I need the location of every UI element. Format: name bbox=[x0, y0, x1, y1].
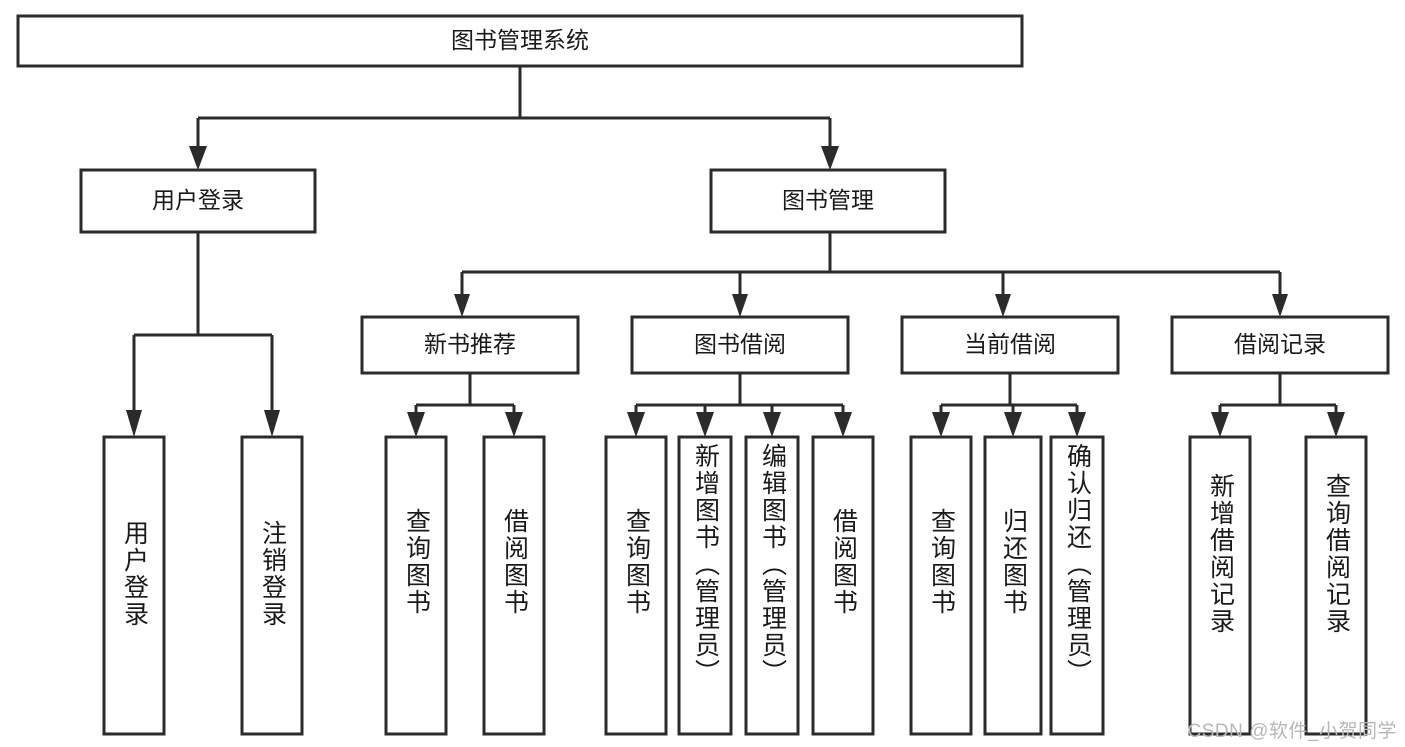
node-book-borrow[interactable]: 图书借阅 bbox=[630, 315, 850, 375]
leaf-boxes bbox=[102, 435, 1368, 736]
node-new-book-recommend[interactable]: 新书推荐 bbox=[360, 315, 580, 375]
edge-group-root-to-level2 bbox=[189, 66, 839, 170]
csdn-watermark: CSDN @软件_小贺同学 bbox=[1187, 721, 1397, 742]
arrow-head-user-login bbox=[189, 146, 207, 170]
node-book-manage-label: 图书管理 bbox=[782, 187, 874, 213]
arrow-head-leaf-query-book-1 bbox=[407, 412, 425, 437]
arrow-head-leaf-query-book-3 bbox=[932, 412, 950, 437]
arrow-head-leaf-confirm-return bbox=[1068, 412, 1086, 437]
arrow-head-new-book-recommend bbox=[454, 294, 470, 317]
arrow-head-book-borrow bbox=[732, 294, 748, 317]
edge-group-borrow-record-to-leaves bbox=[1211, 373, 1345, 437]
node-user-login-box[interactable] bbox=[79, 168, 317, 234]
edge-group-book-manage-to-level3 bbox=[454, 232, 1288, 317]
node-book-manage[interactable]: 图书管理 bbox=[709, 168, 947, 234]
node-current-borrow-label: 当前借阅 bbox=[964, 331, 1056, 357]
node-new-book-recommend-label: 新书推荐 bbox=[424, 331, 516, 357]
node-root-box[interactable] bbox=[16, 14, 1024, 68]
edge-group-new-book-recommend-to-leaves bbox=[407, 373, 523, 437]
node-user-login[interactable]: 用户登录 bbox=[79, 168, 317, 234]
node-borrow-record-box[interactable] bbox=[1170, 315, 1390, 375]
node-user-login-label: 用户登录 bbox=[152, 187, 244, 213]
leaf-borrow-book-2-box[interactable] bbox=[811, 435, 875, 736]
node-root[interactable]: 图书管理系统 bbox=[16, 14, 1024, 68]
arrow-head-leaf-add-record bbox=[1211, 412, 1229, 437]
arrow-head-leaf-add-book bbox=[696, 412, 714, 437]
leaf-query-record-box[interactable] bbox=[1304, 435, 1368, 736]
node-current-borrow[interactable]: 当前借阅 bbox=[900, 315, 1120, 375]
node-borrow-record[interactable]: 借阅记录 bbox=[1170, 315, 1390, 375]
node-current-borrow-box[interactable] bbox=[900, 315, 1120, 375]
node-book-borrow-box[interactable] bbox=[630, 315, 850, 375]
leaf-confirm-return-box[interactable] bbox=[1049, 435, 1105, 736]
leaf-borrow-book-1-box[interactable] bbox=[482, 435, 546, 736]
arrow-head-leaf-return-book bbox=[1004, 412, 1022, 437]
node-borrow-record-label: 借阅记录 bbox=[1234, 331, 1326, 357]
arrow-head-current-borrow bbox=[995, 294, 1011, 317]
arrow-head-leaf-borrow-book-2 bbox=[834, 412, 852, 437]
edge-group-user-login-to-leaves bbox=[126, 232, 280, 437]
node-root-label: 图书管理系统 bbox=[451, 27, 589, 53]
arrow-head-leaf-edit-book bbox=[763, 412, 781, 437]
arrow-head-leaf-user-login bbox=[126, 410, 142, 437]
leaf-logout-login-box[interactable] bbox=[240, 435, 304, 736]
leaf-add-book-box[interactable] bbox=[677, 435, 733, 736]
node-book-manage-box[interactable] bbox=[709, 168, 947, 234]
arrow-head-leaf-query-book-2 bbox=[627, 412, 645, 437]
edge-group-current-borrow-to-leaves bbox=[932, 373, 1086, 437]
arrow-head-book-manage bbox=[821, 146, 839, 170]
leaf-query-book-1-box[interactable] bbox=[384, 435, 448, 736]
leaf-user-login-box[interactable] bbox=[102, 435, 166, 736]
node-new-book-recommend-box[interactable] bbox=[360, 315, 580, 375]
leaf-add-record-box[interactable] bbox=[1188, 435, 1252, 736]
edge-group-book-borrow-to-leaves bbox=[627, 373, 852, 437]
node-book-borrow-label: 图书借阅 bbox=[694, 331, 786, 357]
arrow-head-leaf-logout-login bbox=[264, 410, 280, 437]
arrow-head-leaf-query-record bbox=[1327, 412, 1345, 437]
arrow-head-borrow-record bbox=[1272, 294, 1288, 317]
leaf-edit-book-box[interactable] bbox=[744, 435, 800, 736]
arrow-head-leaf-borrow-book-1 bbox=[505, 412, 523, 437]
leaf-query-book-2-box[interactable] bbox=[604, 435, 668, 736]
leaf-query-book-3-box[interactable] bbox=[909, 435, 973, 736]
leaf-return-book-box[interactable] bbox=[983, 435, 1043, 736]
